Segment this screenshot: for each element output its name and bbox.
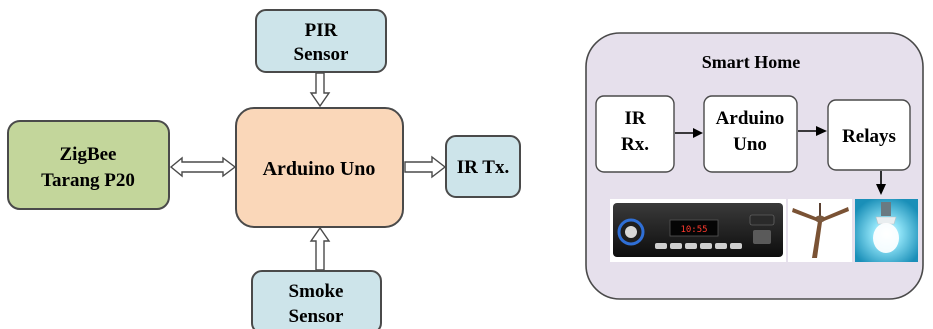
smart-home-arduino-label-2: Uno xyxy=(733,134,767,155)
pir-sensor-label-1: PIR xyxy=(305,20,338,41)
irrx-to-arduino-arrow xyxy=(675,128,703,138)
pir-sensor-label-2: Sensor xyxy=(294,44,349,65)
relays-to-bulb-arrow xyxy=(876,171,886,195)
zigbee-label-1: ZigBee xyxy=(60,144,117,165)
smoke-sensor-label-1: Smoke xyxy=(289,281,344,302)
ceiling-fan-image xyxy=(788,199,852,262)
ir-rx-block: IR Rx. xyxy=(595,95,675,173)
arduino-to-irtx-arrow xyxy=(404,155,447,179)
pir-to-arduino-arrow xyxy=(309,72,331,108)
zigbee-label-2: Tarang P20 xyxy=(41,170,135,191)
relays-block: Relays xyxy=(827,99,911,171)
ir-rx-label-2: Rx. xyxy=(621,134,649,155)
smart-home-title: Smart Home xyxy=(702,52,800,72)
smart-home-arduino-block: Arduino Uno xyxy=(703,95,798,173)
pir-sensor-block: PIR Sensor xyxy=(255,9,387,73)
smoke-to-arduino-arrow xyxy=(309,226,331,271)
arduino-label: Arduino Uno xyxy=(263,158,376,180)
ir-tx-label: IR Tx. xyxy=(457,157,509,178)
smart-home-arduino-label-1: Arduino xyxy=(716,108,785,129)
smoke-sensor-label-2: Sensor xyxy=(289,306,344,327)
ir-rx-label-1: IR xyxy=(624,108,645,129)
zigbee-arduino-double-arrow xyxy=(169,156,237,178)
relays-label: Relays xyxy=(842,126,896,147)
arduino-block: Arduino Uno xyxy=(235,107,404,228)
car-stereo-image: 10:55 xyxy=(610,199,786,262)
light-bulb-image xyxy=(855,199,918,262)
smoke-sensor-block: Smoke Sensor xyxy=(251,270,382,329)
svg-text:10:55: 10:55 xyxy=(680,225,707,235)
ir-tx-block: IR Tx. xyxy=(445,135,521,198)
arduino-to-relays-arrow xyxy=(798,126,827,136)
zigbee-block: ZigBee Tarang P20 xyxy=(7,120,170,210)
